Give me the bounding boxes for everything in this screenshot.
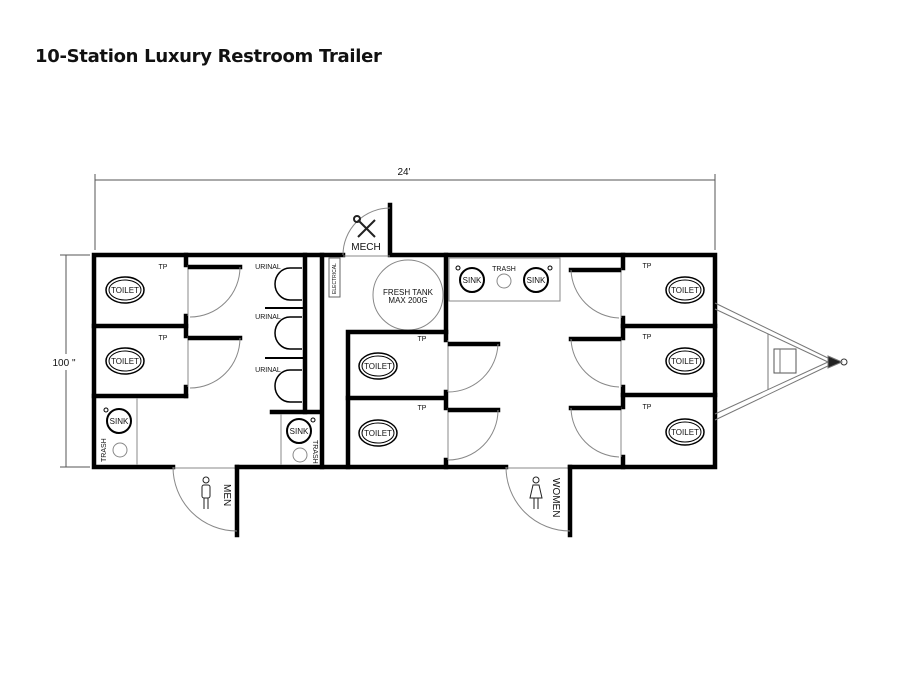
svg-text:FRESH TANK: FRESH TANK [383, 288, 434, 297]
womens-room: TOILET TP TOILET TP SINK TRASH SINK [345, 252, 718, 470]
svg-text:TP: TP [159, 335, 168, 342]
toilet: TOILET TP [643, 334, 705, 375]
toilet: TOILET TP [358, 336, 427, 380]
svg-text:TP: TP [418, 336, 427, 343]
sink: SINK [286, 417, 316, 444]
width-dimension: 100 " [40, 254, 90, 468]
svg-text:TOILET: TOILET [364, 429, 392, 438]
toilet: TOILET TP [643, 404, 705, 446]
svg-text:TOILET: TOILET [111, 286, 139, 295]
svg-text:ELECTRICAL: ELECTRICAL [332, 263, 338, 294]
man-icon [201, 476, 211, 509]
svg-text:SINK: SINK [527, 276, 546, 285]
svg-text:URINAL: URINAL [255, 367, 281, 374]
page-title: 10-Station Luxury Restroom Trailer [35, 46, 382, 67]
vanity [448, 257, 561, 302]
length-label: 24' [397, 167, 410, 178]
trash-bin [292, 447, 308, 463]
svg-text:MAX 200G: MAX 200G [388, 296, 427, 305]
toilet: TOILET TP [643, 263, 705, 304]
svg-text:TOILET: TOILET [671, 428, 699, 437]
trash-label: TRASH [101, 438, 108, 462]
trash-label: TRASH [311, 440, 318, 464]
svg-text:SINK: SINK [463, 276, 482, 285]
trash-label: TRASH [492, 266, 516, 273]
electrical-panel: ELECTRICAL [328, 257, 341, 298]
exterior-walls [91, 202, 718, 470]
mens-room: TOILET TP TOILET TP URINAL URINAL URINAL [91, 252, 323, 465]
toilet: TOILET TP [105, 264, 168, 304]
trash-bin [496, 273, 512, 289]
mech-label: MECH [351, 242, 380, 253]
mech-door[interactable]: MECH [342, 207, 391, 256]
svg-text:SINK: SINK [110, 417, 129, 426]
svg-text:TP: TP [159, 264, 168, 271]
svg-text:TP: TP [643, 404, 652, 411]
trash-bin [112, 442, 128, 458]
svg-text:SINK: SINK [290, 427, 309, 436]
svg-text:TP: TP [643, 263, 652, 270]
svg-text:TOILET: TOILET [111, 357, 139, 366]
svg-text:TP: TP [418, 405, 427, 412]
toilet: TOILET TP [358, 405, 427, 447]
svg-text:TOILET: TOILET [671, 286, 699, 295]
wrench-screwdriver-icon [353, 215, 376, 238]
svg-text:URINAL: URINAL [255, 264, 281, 271]
sink: SINK [455, 265, 485, 293]
men-entrance-door[interactable]: MEN [172, 464, 240, 538]
sink: SINK [523, 265, 553, 293]
urinal: URINAL [255, 314, 302, 350]
svg-text:TOILET: TOILET [671, 357, 699, 366]
urinal: URINAL [255, 367, 302, 403]
fresh-water-tank: FRESH TANK MAX 200G [372, 259, 444, 331]
women-label: WOMEN [550, 478, 561, 517]
women-entrance-door[interactable]: WOMEN [505, 464, 573, 538]
sink: SINK [103, 407, 132, 434]
urinal: URINAL [255, 264, 302, 301]
svg-text:TOILET: TOILET [364, 362, 392, 371]
trailer-tongue [714, 302, 848, 421]
svg-text:TP: TP [643, 334, 652, 341]
svg-text:URINAL: URINAL [255, 314, 281, 321]
toilet: TOILET TP [105, 335, 168, 375]
men-label: MEN [221, 484, 232, 506]
width-label: 100 " [52, 358, 75, 369]
length-dimension: 24' [94, 167, 716, 250]
woman-icon [529, 476, 543, 509]
